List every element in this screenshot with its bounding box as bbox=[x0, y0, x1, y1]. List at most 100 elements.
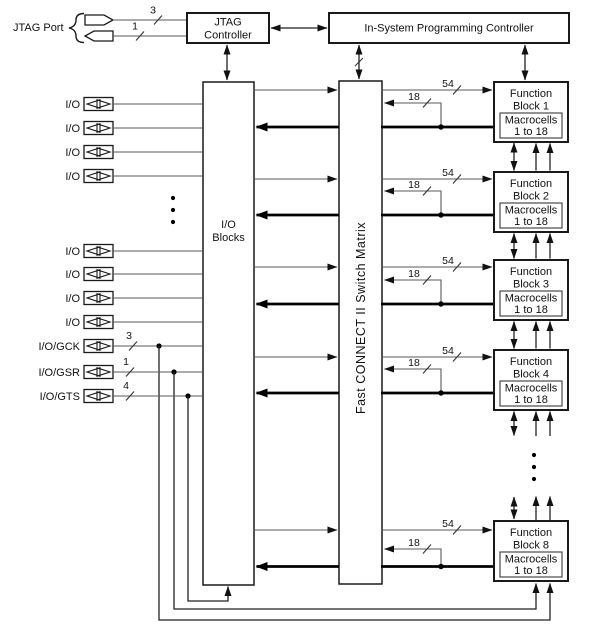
fb-wire-row: 54 18 bbox=[254, 345, 494, 398]
function-block-name: Function bbox=[510, 266, 552, 278]
global-pin-label: I/O/GTS bbox=[40, 391, 80, 403]
bus-width-label: 18 bbox=[408, 537, 420, 549]
bus-width-label: 3 bbox=[126, 330, 132, 342]
pad-arrow-left-icon bbox=[85, 99, 101, 109]
left-pin-ellipsis bbox=[170, 195, 176, 225]
pad-arrow-left-icon bbox=[85, 123, 101, 133]
bus-slash bbox=[452, 174, 462, 184]
isp-controller-label: In-System Programming Controller bbox=[364, 23, 534, 35]
macrocells-box bbox=[499, 112, 563, 139]
io-blocks-box bbox=[202, 81, 255, 586]
io-blocks-label: Blocks bbox=[212, 232, 245, 244]
function-block-ellipsis bbox=[531, 452, 537, 482]
inter-fb-arrows bbox=[510, 496, 554, 521]
junction-dot bbox=[438, 212, 444, 218]
pad-arrow-right-icon bbox=[96, 391, 112, 401]
bus-slash bbox=[135, 31, 145, 41]
bus-slash bbox=[452, 262, 462, 272]
fb-to-matrix-bus18-wire bbox=[384, 99, 442, 127]
bus-slash bbox=[422, 364, 432, 374]
pad-arrow-right-icon bbox=[96, 99, 112, 109]
gck-route-wire bbox=[158, 346, 554, 621]
function-block-name: Block 4 bbox=[513, 369, 549, 381]
ellipsis-dot bbox=[170, 195, 176, 201]
bus-slash bbox=[128, 341, 138, 351]
bus-slash bbox=[422, 98, 432, 108]
ellipsis-dot bbox=[531, 452, 537, 458]
io-pin: I/O bbox=[65, 266, 202, 282]
bus-slash bbox=[452, 352, 462, 362]
bus-width-label: 54 bbox=[442, 167, 454, 179]
inter-fb-arrows bbox=[510, 233, 554, 259]
io-pin: I/O bbox=[65, 168, 202, 184]
ellipsis-dot bbox=[531, 464, 537, 470]
macrocells-box bbox=[499, 380, 563, 407]
jtag-input-pin-icon bbox=[84, 14, 115, 26]
macrocells-box bbox=[499, 202, 563, 229]
io-pin-label: I/O bbox=[65, 99, 80, 111]
global-pin-label: I/O/GCK bbox=[38, 341, 80, 353]
bus-width-label: 18 bbox=[408, 268, 420, 280]
bus-slash bbox=[422, 186, 432, 196]
gsr-route-wire bbox=[173, 372, 540, 610]
bus-width-label: 54 bbox=[442, 345, 454, 357]
bus-slash bbox=[422, 275, 432, 285]
global-pin-label: I/O/GSR bbox=[38, 367, 80, 379]
bus-slash bbox=[452, 85, 462, 95]
fb-to-matrix-bus18-wire bbox=[384, 365, 442, 393]
bus-width-label: 18 bbox=[408, 357, 420, 369]
isp-controller-box bbox=[328, 12, 570, 44]
pad-arrow-left-icon bbox=[85, 269, 101, 279]
bus-slash bbox=[452, 525, 462, 535]
junction-dot bbox=[438, 124, 444, 130]
macrocells-label: 1 to 18 bbox=[514, 394, 548, 406]
pad-arrow-left-icon bbox=[85, 341, 101, 351]
bus-width-label: 3 bbox=[150, 5, 156, 17]
io-pin-label: I/O bbox=[65, 293, 80, 305]
bus-slash bbox=[125, 367, 135, 377]
inter-fb-arrows bbox=[510, 321, 554, 349]
pad-arrow-right-icon bbox=[96, 171, 112, 181]
bus-slash bbox=[153, 15, 163, 25]
macrocells-label: Macrocells bbox=[505, 115, 558, 127]
macrocells-label: Macrocells bbox=[505, 383, 558, 395]
io-pin: I/O bbox=[65, 96, 202, 112]
pad-arrow-left-icon bbox=[85, 293, 101, 303]
fb-to-matrix-bus18-wire bbox=[384, 545, 442, 567]
macrocells-label: 1 to 18 bbox=[514, 216, 548, 228]
inter-fb-arrows bbox=[510, 411, 554, 436]
pad-arrow-left-icon bbox=[85, 246, 101, 256]
io-pin-label: I/O bbox=[65, 269, 80, 281]
io-pin: I/O bbox=[65, 314, 202, 330]
macrocells-label: Macrocells bbox=[505, 554, 558, 566]
jtag-controller-label: JTAG bbox=[214, 17, 241, 29]
macrocells-label: Macrocells bbox=[505, 205, 558, 217]
global-io-pin: I/O/GCK 3 bbox=[38, 330, 554, 621]
jtag-port-label: JTAG Port bbox=[13, 22, 64, 34]
io-pin: I/O bbox=[65, 290, 202, 306]
fb-wire-row: 54 18 bbox=[254, 255, 494, 309]
pad-arrow-right-icon bbox=[96, 246, 112, 256]
bus-width-label: 54 bbox=[442, 255, 454, 267]
io-blocks-label: I/O bbox=[221, 219, 236, 231]
pad-arrow-left-icon bbox=[85, 171, 101, 181]
pad-arrow-left-icon bbox=[85, 391, 101, 401]
fb-to-matrix-bus18-wire bbox=[384, 276, 442, 304]
junction-dot bbox=[438, 390, 444, 396]
bus-width-label: 1 bbox=[123, 356, 129, 368]
io-pin: I/O bbox=[65, 243, 202, 259]
function-block-name: Block 3 bbox=[513, 279, 549, 291]
macrocells-label: 1 to 18 bbox=[514, 304, 548, 316]
macrocells-label: 1 to 18 bbox=[514, 565, 548, 577]
function-block-name: Block 2 bbox=[513, 191, 549, 203]
global-io-pin: I/O/GSR 1 bbox=[38, 356, 540, 610]
junction-dot bbox=[438, 301, 444, 307]
